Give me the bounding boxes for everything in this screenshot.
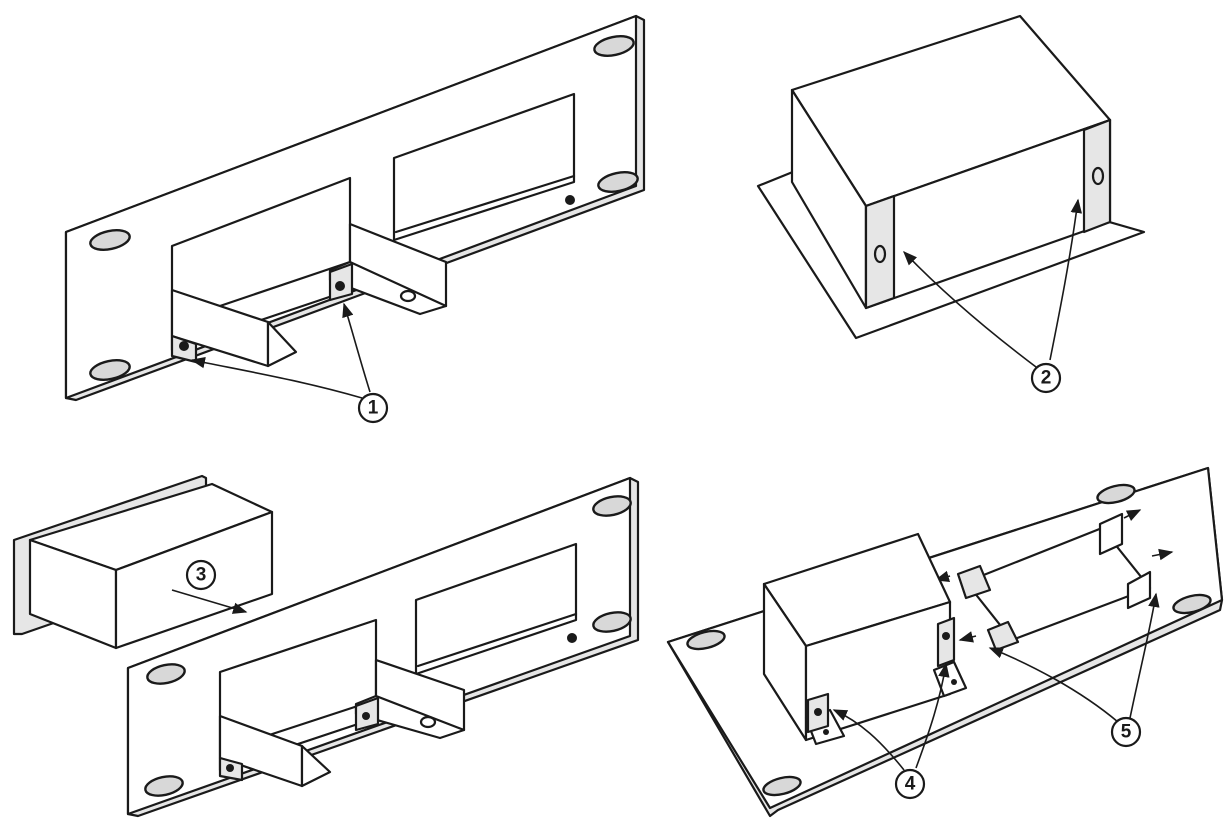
step-2-enclosure-on-plate: 2 <box>756 14 1146 394</box>
mounting-hole <box>144 775 184 797</box>
tab <box>1098 512 1124 556</box>
callout-3-label: 3 <box>196 565 207 586</box>
callout-3 <box>185 559 217 591</box>
window-cutout-right <box>392 92 576 242</box>
mounting-hole <box>592 495 632 517</box>
callout-4-label: 4 <box>905 774 916 795</box>
mounting-hole <box>146 663 186 685</box>
mounting-hole <box>593 35 635 57</box>
step-3-insert-enclosure: 3 <box>12 474 640 818</box>
callout-2 <box>1030 362 1062 394</box>
callout-1 <box>357 392 389 424</box>
callout-5 <box>1110 716 1142 748</box>
mounting-hole <box>89 229 131 251</box>
callout-5-label: 5 <box>1121 722 1132 743</box>
tab <box>956 564 992 600</box>
tab <box>986 620 1020 652</box>
callout-1-label: 1 <box>368 398 379 419</box>
callout-2-label: 2 <box>1041 368 1052 389</box>
mounting-hole <box>686 629 726 651</box>
mounting-hole <box>597 171 639 193</box>
callout-4 <box>894 768 926 800</box>
window-cutout-right <box>414 542 578 676</box>
mounting-hole <box>1096 483 1136 505</box>
mounting-hole <box>592 611 632 633</box>
mounting-hole <box>89 359 131 381</box>
step-1-panel-with-brackets: 1 <box>64 14 646 424</box>
step-4-5-secure-enclosure: 4 5 <box>666 466 1224 818</box>
mounting-hole <box>762 775 802 797</box>
mounting-hole <box>1172 593 1212 615</box>
